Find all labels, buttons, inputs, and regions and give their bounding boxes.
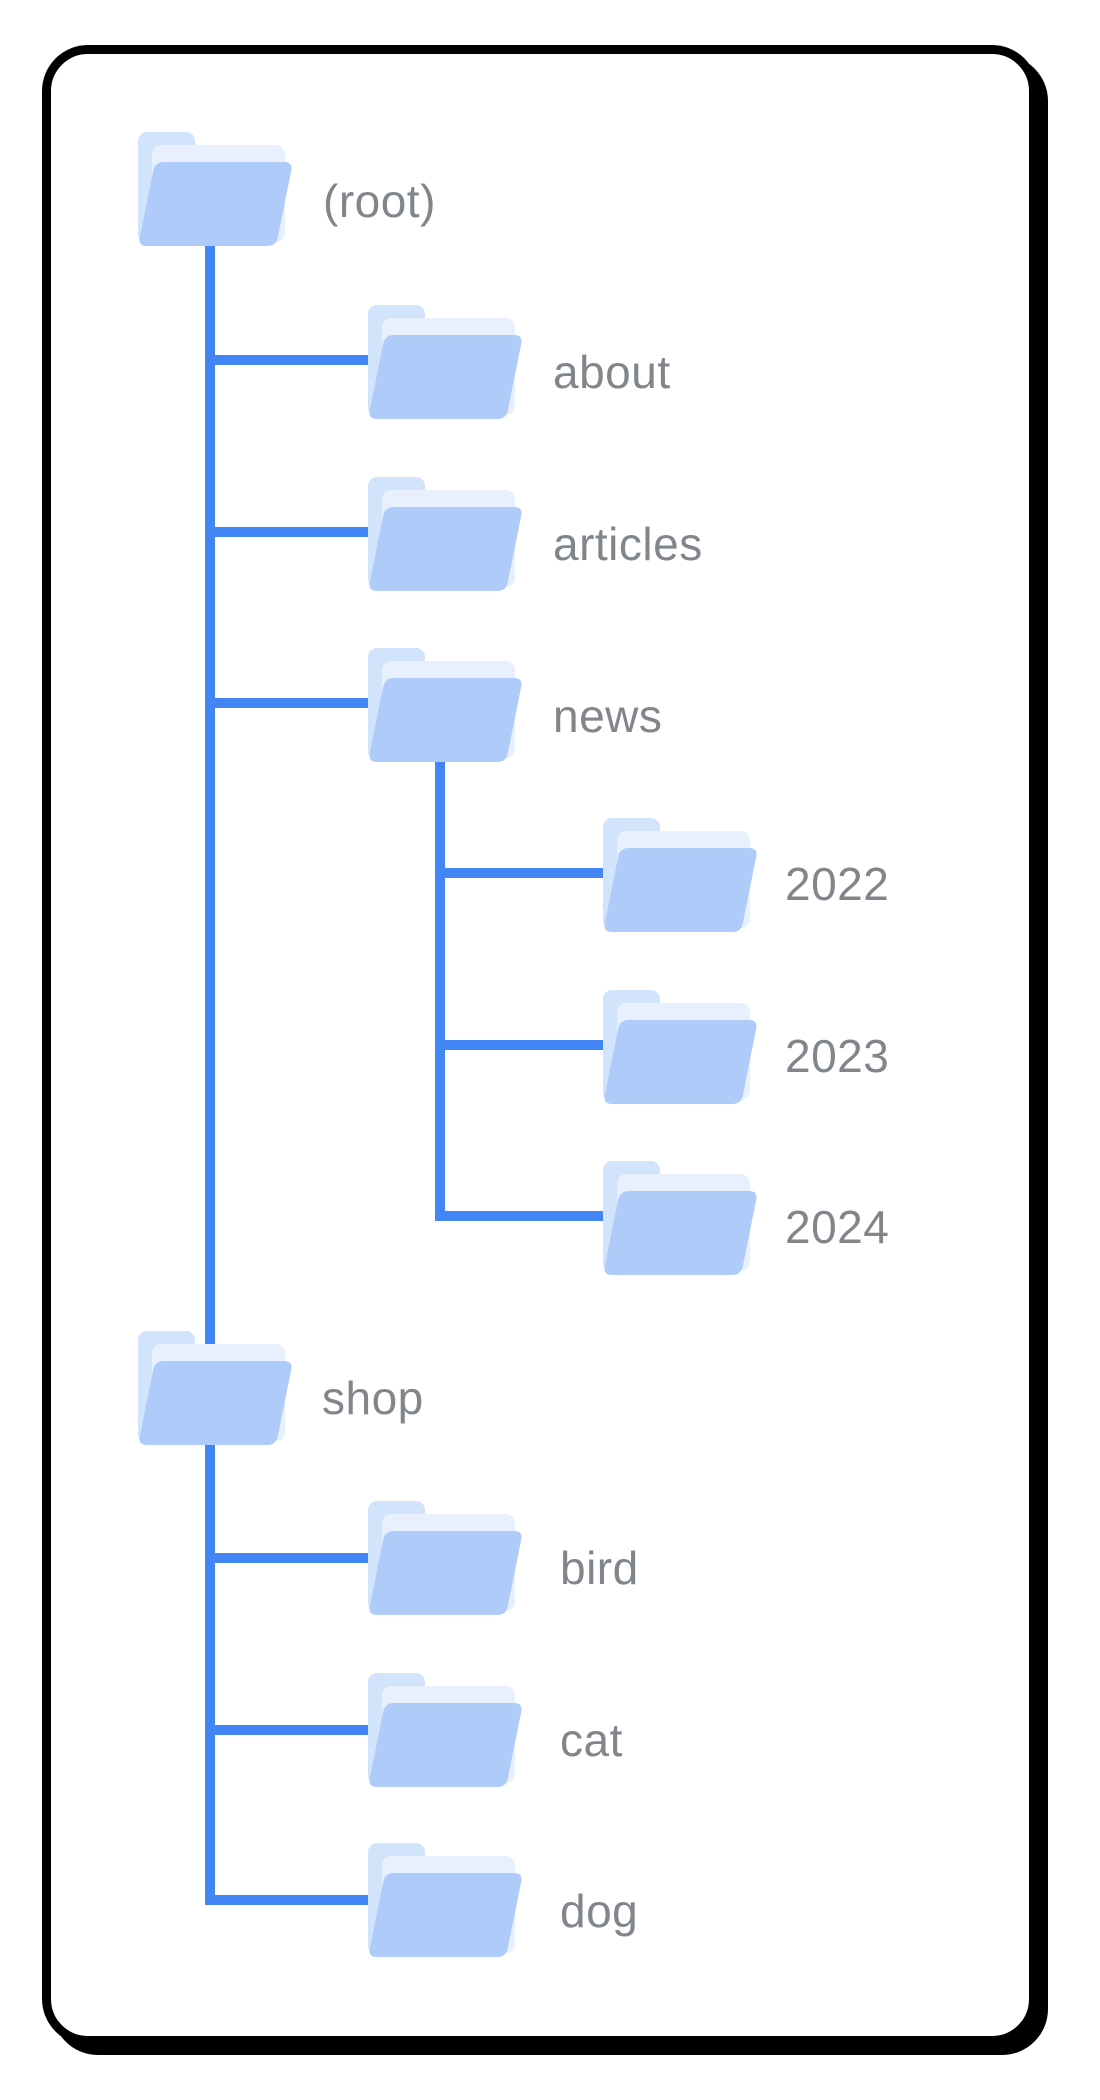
tree-node-label-2023: 2023 — [785, 1030, 890, 1082]
tree-node-label-shop: shop — [322, 1372, 424, 1424]
branch-line-articles — [215, 527, 381, 537]
tree-node-label-root: (root) — [323, 175, 436, 227]
tree-node-label-2024: 2024 — [785, 1201, 890, 1253]
trunk-line-news — [435, 756, 445, 1221]
branch-line-cat — [215, 1725, 381, 1735]
branch-line-2023 — [445, 1040, 620, 1050]
tree-node-label-news: news — [553, 690, 663, 742]
trunk-line-root — [205, 240, 215, 1905]
folder-icon — [138, 132, 294, 246]
folder-icon — [368, 1501, 524, 1615]
branch-line-bird — [215, 1553, 381, 1563]
tree-node-label-cat: cat — [560, 1714, 623, 1766]
tree-node-label-about: about — [553, 346, 671, 398]
branch-line-about — [215, 355, 381, 365]
tree-node-label-articles: articles — [553, 518, 703, 570]
branch-line-news — [215, 698, 381, 708]
folder-icon — [368, 477, 524, 591]
folder-icon — [368, 1673, 524, 1787]
folder-icon — [368, 648, 524, 762]
tree-node-label-2022: 2022 — [785, 858, 890, 910]
folder-icon — [368, 1843, 524, 1957]
folder-icon — [138, 1331, 294, 1445]
branch-line-dog — [205, 1895, 381, 1905]
tree-node-label-bird: bird — [560, 1542, 639, 1594]
tree-node-label-dog: dog — [560, 1885, 639, 1937]
branch-line-2022 — [445, 868, 620, 878]
folder-icon — [603, 990, 759, 1104]
folder-icon — [603, 818, 759, 932]
branch-line-2024 — [435, 1211, 620, 1221]
folder-icon — [603, 1161, 759, 1275]
folder-icon — [368, 305, 524, 419]
